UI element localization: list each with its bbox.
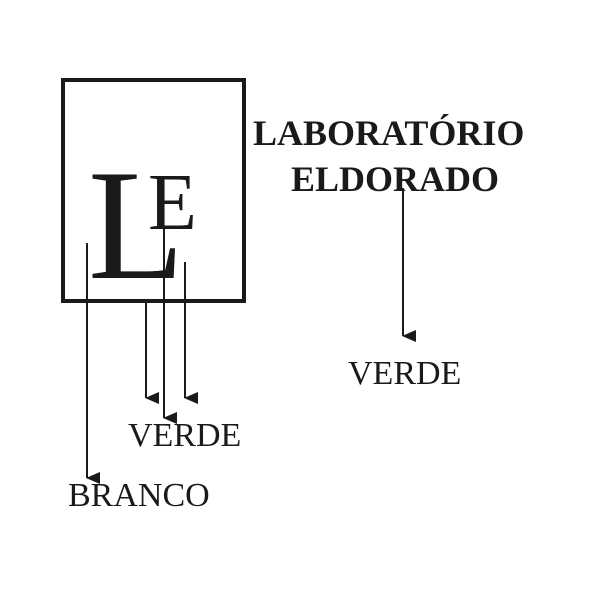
logo-letter-e: E [148,159,197,247]
company-name-line1: LABORATÓRIO [253,113,524,153]
label-verde-center: VERDE [128,417,241,454]
company-name-line2: ELDORADO [291,159,499,199]
label-verde-right: VERDE [348,355,461,392]
label-branco: BRANCO [68,477,210,514]
logo-frame [61,78,246,303]
logo-letter-l: L [88,138,185,313]
